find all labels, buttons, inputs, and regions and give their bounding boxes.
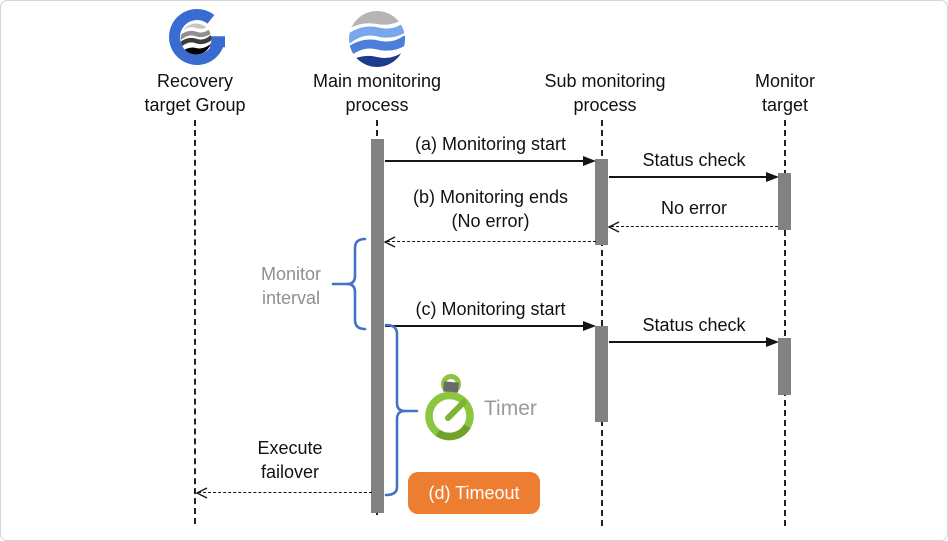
status-check-1-label: Status check <box>642 150 746 170</box>
actor-label-line: target <box>761 95 809 115</box>
message-a-arrow <box>385 160 584 162</box>
lifeline-sub <box>601 120 603 526</box>
actor-label-line: Recovery <box>156 71 234 91</box>
message-a-label: (a) Monitoring start <box>414 134 567 154</box>
lifeline-recovery <box>194 120 196 524</box>
arrowhead-right-icon <box>583 156 596 166</box>
message-c-label: (c) Monitoring start <box>415 299 566 319</box>
actor-label-line: Sub monitoring <box>544 71 666 91</box>
activation-bar-sub-2 <box>595 326 608 422</box>
actor-label-line: process <box>573 95 637 115</box>
actor-label-line: Monitor <box>754 71 816 91</box>
actor-sub-monitoring-process: Sub monitoring process <box>515 69 695 117</box>
group-logo-icon <box>169 9 225 65</box>
activation-bar-target-2 <box>778 338 791 395</box>
execute-failover-line: Execute <box>257 438 323 458</box>
timer-label: Timer <box>484 397 537 420</box>
arrowhead-open-left-icon <box>607 221 620 233</box>
status-check-2-label: Status check <box>642 315 746 335</box>
actor-label-line: process <box>345 95 409 115</box>
activation-bar-sub-1 <box>595 159 608 245</box>
activation-bar-main <box>371 139 384 513</box>
message-b-label-line: (No error) <box>451 211 530 231</box>
execute-failover-arrow <box>198 492 372 493</box>
timer-icon <box>425 374 474 441</box>
actor-label-line: Main monitoring <box>312 71 442 91</box>
execute-failover-label: Execute failover <box>208 436 372 484</box>
message-b-arrow <box>387 241 596 242</box>
no-error-label: No error <box>660 198 727 218</box>
timeout-badge: (d) Timeout <box>408 472 540 514</box>
arrowhead-right-icon <box>583 321 596 331</box>
actor-monitor-target: Monitor target <box>695 69 875 117</box>
actor-main-monitoring-process: Main monitoring process <box>287 69 467 117</box>
no-error-arrow <box>611 226 778 227</box>
monitor-interval-line: interval <box>261 288 321 308</box>
monitor-interval-brace <box>331 237 367 331</box>
arrowhead-right-icon <box>766 337 779 347</box>
lifeline-target <box>784 120 786 526</box>
monitor-interval-label: Monitor interval <box>231 262 351 310</box>
actor-recovery-target-group: Recovery target Group <box>105 69 285 117</box>
arrowhead-right-icon <box>766 172 779 182</box>
arrowhead-open-left-icon <box>195 487 208 499</box>
arrowhead-open-left-icon <box>383 236 396 248</box>
status-check-1-arrow <box>609 176 767 178</box>
message-b-label: (b) Monitoring ends (No error) <box>385 185 596 233</box>
message-b-label-line: (b) Monitoring ends <box>412 187 569 207</box>
timer-brace <box>384 323 419 497</box>
status-check-2-arrow <box>609 341 767 343</box>
wave-logo-icon <box>349 11 405 67</box>
actor-label-line: target Group <box>144 95 246 115</box>
monitor-interval-line: Monitor <box>260 264 322 284</box>
message-c-arrow <box>385 325 584 327</box>
execute-failover-line: failover <box>260 462 320 482</box>
activation-bar-target-1 <box>778 173 791 230</box>
